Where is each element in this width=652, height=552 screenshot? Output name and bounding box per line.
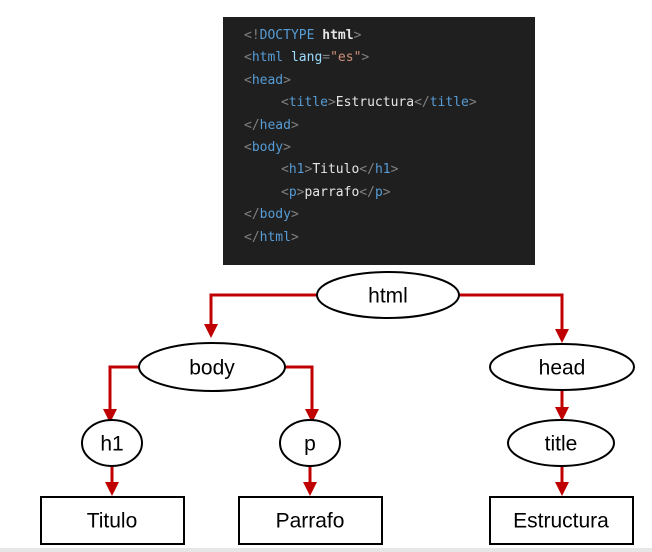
tree-node-body-label: body (189, 357, 235, 380)
code-line-html-close: </html> (244, 229, 299, 245)
tree-leaf-titulo-label: Titulo (87, 510, 138, 533)
bottom-divider (0, 548, 652, 552)
tree-node-head-label: head (539, 357, 586, 380)
arrow-html-body (204, 324, 218, 338)
tree-node-html: html (316, 271, 460, 319)
edge-html-head (456, 293, 564, 331)
edge-body-h1 (108, 365, 145, 411)
tree-node-p-label: p (304, 433, 316, 456)
tree-node-body: body (138, 342, 286, 392)
code-line-body-close: </body> (244, 207, 299, 223)
arrow-h1-titulo (105, 482, 119, 496)
code-line-body-open: <body> (244, 139, 291, 155)
tree-leaf-parrafo: Parrafo (238, 496, 383, 545)
code-line-p: <p>parrafo</p> (281, 184, 391, 200)
tree-node-html-label: html (368, 285, 408, 308)
code-line-head-close: </head> (244, 117, 299, 133)
doctype-keyword: DOCTYPE (259, 28, 315, 43)
arrow-body-p (305, 409, 319, 423)
arrow-title-estructura (555, 482, 569, 496)
code-line-h1: <h1>Titulo</h1> (281, 162, 399, 178)
tree-edges (103, 293, 569, 496)
arrow-html-head (555, 329, 569, 343)
arrow-head-title (555, 407, 569, 421)
tree-leaf-titulo: Titulo (40, 496, 185, 545)
tree-node-title-label: title (545, 433, 578, 456)
tree-leaf-estructura: Estructura (489, 496, 634, 545)
code-line-doctype: <!DOCTYPE html> (244, 28, 362, 43)
html-code-snippet: <!DOCTYPE html> <html lang="es"> <head> … (223, 17, 535, 265)
tree-node-h1-label: h1 (100, 433, 123, 456)
code-line-title: <title>Estructura</title> (281, 95, 477, 111)
arrow-p-parrafo (303, 482, 317, 496)
tree-node-head: head (489, 343, 635, 391)
code-line-html-open: <html lang="es"> (244, 50, 370, 66)
tree-node-p: p (279, 419, 341, 467)
code-line-head-open: <head> (244, 72, 291, 88)
arrow-body-h1 (103, 409, 117, 423)
tree-node-h1: h1 (81, 419, 143, 467)
tree-node-title: title (507, 419, 615, 467)
tree-leaf-estructura-label: Estructura (513, 510, 609, 533)
edge-html-body (209, 293, 320, 326)
tree-leaf-parrafo-label: Parrafo (276, 510, 345, 533)
edge-body-p (282, 365, 314, 411)
